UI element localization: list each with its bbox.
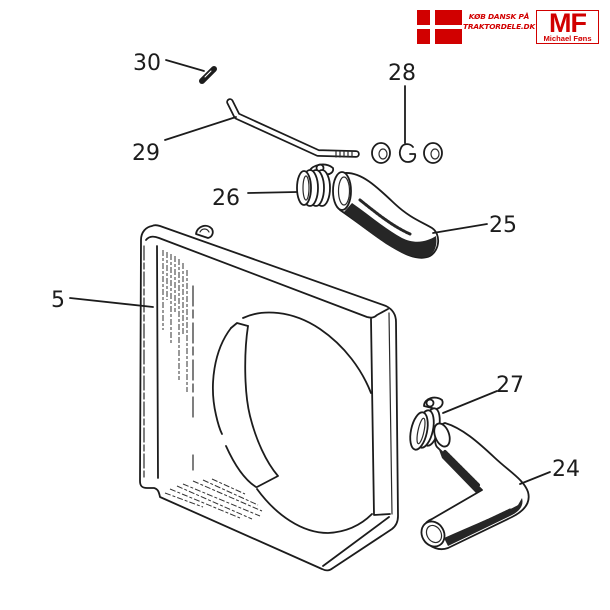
fan-opening-top-arc — [242, 311, 372, 394]
logo-initials: MF — [549, 8, 587, 38]
lower-clamp-part-27 — [409, 396, 444, 451]
lower-hose-part-24 — [420, 422, 530, 551]
fan-opening-bottom-arc — [256, 488, 373, 534]
shroud-inner-lip — [244, 325, 279, 488]
leader-24 — [519, 471, 551, 485]
pin-part-30 — [199, 66, 217, 84]
callout-29: 29 — [132, 141, 160, 166]
callout-25: 25 — [489, 213, 517, 238]
shroud-right-face-inner — [370, 318, 391, 516]
pin-highlight — [204, 70, 212, 78]
tagline-line1: KØB DANSK PÅ — [468, 12, 530, 21]
flag-cross-horizontal — [417, 25, 462, 29]
callout-28: 28 — [388, 61, 416, 86]
hose-25-stipple — [358, 198, 412, 236]
leader-29 — [164, 116, 237, 141]
upper-clamp-part-26 — [296, 163, 335, 207]
crescent-top — [230, 322, 249, 329]
leader-27 — [442, 390, 498, 414]
leader-26 — [247, 191, 298, 194]
mf-logo: MF Michael Føns — [536, 10, 599, 44]
callout-24: 24 — [552, 457, 580, 482]
logo-name: Michael Føns — [543, 34, 592, 43]
pipe-outline — [226, 98, 360, 158]
danish-flag-icon — [417, 10, 462, 44]
pin-body — [199, 66, 217, 84]
shroud-shading-bottom — [164, 478, 263, 520]
callout-5: 5 — [51, 288, 65, 313]
upper-hose-part-25 — [332, 171, 440, 259]
spring-washer — [398, 143, 417, 163]
shroud-top-bolt — [195, 224, 214, 239]
nut-right-hole — [430, 148, 440, 160]
pipe-part-29 — [226, 98, 360, 158]
nuts-washer-part-28 — [371, 142, 443, 164]
fan-opening-left-arc — [212, 327, 232, 435]
fan-shroud-part-5 — [139, 224, 399, 572]
leader-25 — [432, 223, 488, 234]
shroud-bottom-right-edge — [322, 516, 390, 567]
leader-30 — [165, 59, 205, 72]
shroud-shading-left — [162, 250, 188, 392]
clamp-27-screw — [425, 398, 435, 408]
callout-26: 26 — [212, 186, 240, 211]
callout-30: 30 — [133, 51, 161, 76]
tagline-line2: TRAKTORDELE.DK — [462, 22, 535, 31]
callout-27: 27 — [496, 373, 524, 398]
shroud-top-edge — [145, 235, 389, 319]
shop-tagline: KØB DANSK PÅ TRAKTORDELE.DK — [461, 12, 537, 32]
shroud-left-face-edge — [156, 245, 159, 479]
hose-24-top-opening — [433, 422, 451, 448]
leader-5 — [69, 297, 154, 308]
nut-left-hole — [378, 148, 388, 160]
hose-25-opening — [332, 171, 352, 211]
pipe-thread — [335, 150, 353, 158]
hose-25-shading — [344, 203, 437, 258]
pipe-inner — [228, 100, 358, 156]
leader-lines — [69, 59, 551, 485]
clamp-27-ring — [409, 411, 429, 451]
shroud-outline — [139, 224, 399, 572]
